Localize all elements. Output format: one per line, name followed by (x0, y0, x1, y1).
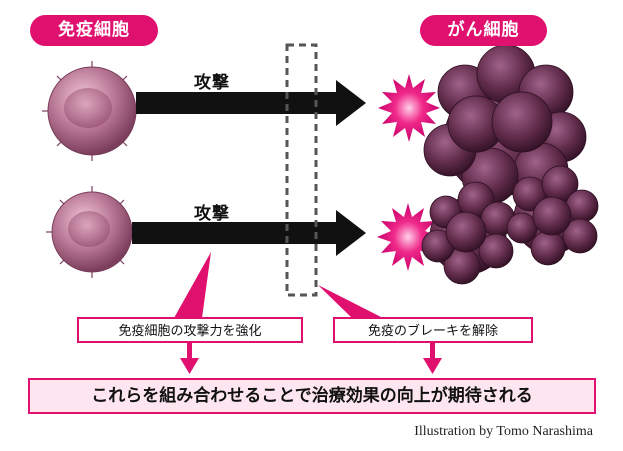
brake-dashed-box (285, 43, 318, 297)
cancer-cell-bottom-left (421, 181, 516, 285)
immune-cell-top (42, 61, 142, 161)
conclusion-banner: これらを組み合わせることで治療効果の向上が期待される (28, 378, 596, 414)
immune-cell-label: 免疫細胞 (30, 15, 158, 46)
attack-burst-top (378, 74, 440, 142)
immune-cell-bottom (46, 186, 138, 278)
attack-arrow-top (136, 80, 366, 126)
cancer-cell-label: がん細胞 (420, 15, 547, 46)
cancer-cell-top (423, 44, 587, 205)
down-arrow-left (180, 343, 199, 374)
release-brake-callout: 免疫のブレーキを解除 (333, 317, 533, 343)
cancer-cell-bottom-right (506, 165, 599, 266)
attack-label-bottom: 攻撃 (194, 204, 230, 224)
callout-pointer-strengthen (174, 252, 211, 318)
strengthen-callout: 免疫細胞の攻撃力を強化 (77, 317, 303, 343)
attack-label-top: 攻撃 (194, 73, 230, 93)
attack-arrow-bottom (132, 210, 366, 256)
attack-burst-bottom (377, 203, 439, 271)
illustration-credit: Illustration by Tomo Narashima (414, 424, 593, 439)
callout-pointer-release (318, 285, 383, 318)
down-arrow-right (423, 343, 442, 374)
